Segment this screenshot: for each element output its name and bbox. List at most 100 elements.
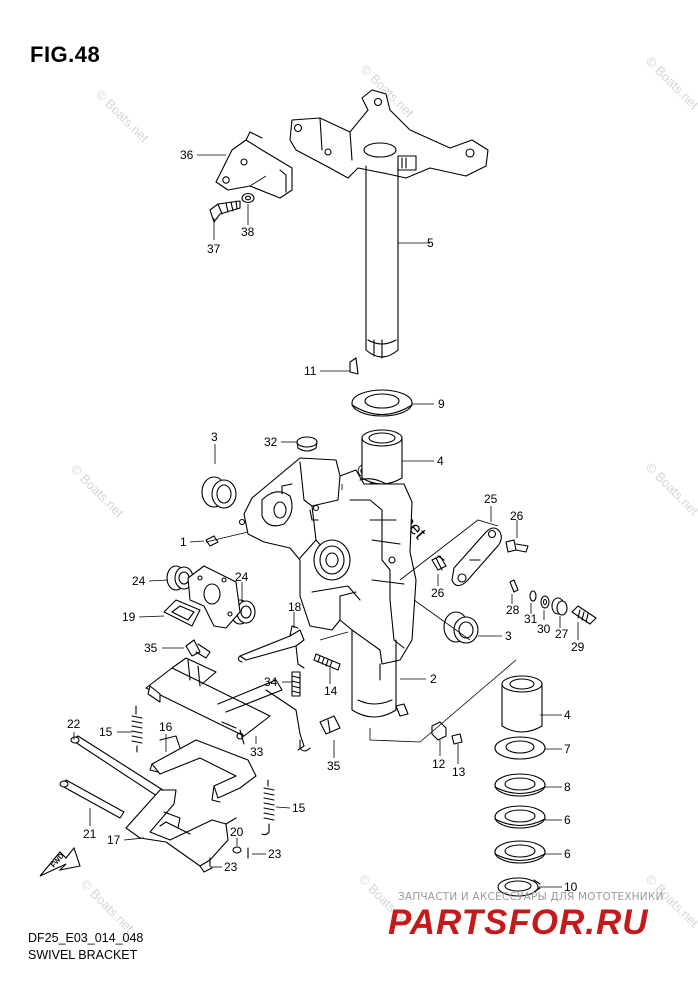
callout-label: 22 bbox=[67, 717, 81, 731]
part-18-lever bbox=[237, 625, 305, 669]
part-7-washer bbox=[494, 736, 546, 760]
callout-label: 31 bbox=[524, 612, 538, 626]
callout-label: 12 bbox=[432, 757, 446, 771]
callout-label: 28 bbox=[506, 603, 520, 617]
part-17-lower-bracket bbox=[125, 789, 237, 873]
leader-lines bbox=[73, 154, 579, 888]
part-13-bolt bbox=[451, 733, 463, 745]
callout-label: 19 bbox=[122, 610, 136, 624]
part-5-steering-shaft bbox=[365, 165, 399, 359]
part-36-bracket bbox=[215, 131, 293, 199]
callout-label: 3 bbox=[211, 430, 218, 444]
callout-label: 9 bbox=[438, 397, 445, 411]
part-35-bolt bbox=[299, 715, 341, 752]
callout-label: 13 bbox=[452, 765, 466, 779]
callout-label: 20 bbox=[230, 825, 244, 839]
part-26-screw bbox=[505, 539, 529, 553]
callout-label: 1 bbox=[180, 535, 187, 549]
callout-label: 29 bbox=[571, 640, 585, 654]
callout-label: 33 bbox=[250, 745, 264, 759]
part-16-lever bbox=[149, 735, 257, 803]
part-6-washer bbox=[494, 840, 546, 864]
callout-label: 26 bbox=[431, 586, 445, 600]
part-15-spring bbox=[131, 705, 143, 753]
callout-label: 37 bbox=[207, 242, 221, 256]
callout-label: 32 bbox=[264, 435, 278, 449]
part-33-tilt-lock bbox=[145, 657, 305, 751]
watermark-text: © Boats.net bbox=[78, 877, 137, 936]
part-37-bolt bbox=[209, 200, 241, 223]
callout-label: 2 bbox=[430, 672, 437, 686]
watermark-text: © Boats.net bbox=[643, 54, 698, 113]
callout-label: 18 bbox=[288, 600, 302, 614]
callout-label: 30 bbox=[537, 622, 551, 636]
part-14-pin bbox=[313, 653, 341, 671]
callout-label: 23 bbox=[224, 860, 238, 874]
callout-label: 4 bbox=[437, 454, 444, 468]
callout-label: 36 bbox=[180, 148, 194, 162]
part-30-washer bbox=[540, 595, 550, 609]
part-swivel-bracket-body bbox=[238, 457, 417, 665]
callout-label: 16 bbox=[159, 720, 173, 734]
part-3-bushing bbox=[443, 611, 479, 644]
shop-tagline: ЗАПЧАСТИ И АКСЕССУАРЫ ДЛЯ МОТОТЕХНИКИ bbox=[398, 891, 664, 903]
part-2-clamp-tube bbox=[351, 629, 397, 718]
callout-label: 24 bbox=[132, 574, 146, 588]
callout-label: 35 bbox=[144, 641, 158, 655]
forward-arrow-icon: FWD bbox=[39, 846, 81, 877]
part-38-washer bbox=[241, 192, 255, 204]
callout-label: 38 bbox=[241, 225, 255, 239]
part-4-bushing bbox=[501, 675, 543, 733]
callout-label: 7 bbox=[564, 742, 571, 756]
watermark-text: © Boats.net bbox=[643, 460, 698, 519]
part-9-washer bbox=[351, 389, 413, 417]
part-21-rod bbox=[59, 779, 125, 819]
part-31-washer bbox=[529, 590, 537, 602]
part-12-nut bbox=[431, 721, 447, 741]
part-26-screw bbox=[431, 555, 447, 571]
callout-label: 21 bbox=[83, 827, 97, 841]
part-1-grease-nipple bbox=[205, 535, 219, 547]
part-3-bushing bbox=[201, 476, 237, 509]
figure-title: FIG.48 bbox=[30, 42, 101, 67]
callout-label: 25 bbox=[484, 492, 498, 506]
callout-label: 15 bbox=[292, 801, 306, 815]
callout-label: 34 bbox=[264, 675, 278, 689]
part-29-bolt bbox=[571, 605, 597, 625]
watermark-text: © Boats.net bbox=[93, 87, 152, 146]
callout-label: 11 bbox=[304, 364, 317, 378]
callout-labels: 36 37 38 5 11 9 3 32 4 25 26 1 26 24 24 … bbox=[67, 148, 585, 894]
callout-label: 8 bbox=[564, 780, 571, 794]
part-28-clip bbox=[509, 579, 519, 593]
diagram-name: SWIVEL BRACKET bbox=[28, 948, 138, 962]
part-22-rod bbox=[70, 735, 167, 799]
callout-label: 6 bbox=[564, 813, 571, 827]
callout-label: 4 bbox=[564, 708, 571, 722]
part-15-spring bbox=[261, 779, 275, 836]
part-34-spring bbox=[291, 671, 301, 697]
part-27-bushing bbox=[551, 597, 568, 616]
callout-label: 15 bbox=[99, 725, 113, 739]
part-25-stopper-arm bbox=[451, 527, 502, 587]
part-32-cap bbox=[296, 436, 318, 452]
shop-logo: PARTSFOR.RU bbox=[388, 903, 649, 942]
callout-label: 26 bbox=[510, 509, 524, 523]
part-19-plate bbox=[163, 565, 241, 629]
watermark-text: © Boats.net bbox=[68, 462, 127, 521]
part-8-washer bbox=[494, 773, 546, 797]
callout-label: 10 bbox=[564, 880, 578, 894]
part-35-bolt bbox=[185, 639, 211, 659]
part-steering-arm bbox=[289, 89, 489, 179]
callout-label: 14 bbox=[324, 684, 338, 698]
callout-label: 17 bbox=[107, 833, 121, 847]
part-small-plug bbox=[395, 703, 409, 717]
callout-label: 5 bbox=[427, 236, 434, 250]
callout-label: 27 bbox=[555, 627, 569, 641]
diagram-code: DF25_E03_014_048 bbox=[28, 931, 144, 945]
part-4-bushing bbox=[361, 429, 403, 485]
part-20-washer bbox=[232, 846, 242, 854]
callout-label: 23 bbox=[268, 847, 282, 861]
callout-label: 3 bbox=[505, 629, 512, 643]
part-6-washer bbox=[494, 805, 546, 829]
